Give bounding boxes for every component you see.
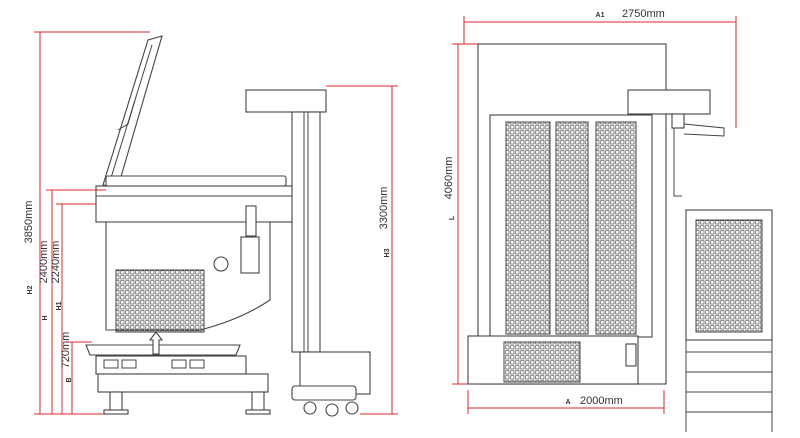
dim-a1-code: A1 xyxy=(596,12,605,19)
dim-h2-value: 3850mm xyxy=(23,201,35,244)
dim-l-value: 4060mm xyxy=(443,157,455,200)
vent-mesh-left xyxy=(505,121,551,335)
cylinder-lower xyxy=(240,236,260,274)
vent-mesh-right xyxy=(595,121,637,335)
wheel-3 xyxy=(345,401,359,415)
vent-mesh-middle xyxy=(555,121,589,335)
dim-b-value: 720mm xyxy=(60,332,72,369)
wheel-1 xyxy=(303,401,317,415)
loader-head xyxy=(245,89,327,113)
dim-a1-value: 2750mm xyxy=(622,8,665,20)
vent-mesh-side xyxy=(115,269,205,333)
front-view-dimensions: 2750mm A1 4060mm L 2000mm A xyxy=(443,8,737,414)
front-view-machine xyxy=(467,43,773,432)
dim-h3-value: 3300mm xyxy=(378,187,390,230)
chamber-top xyxy=(105,175,287,187)
dim-h1-code: H1 xyxy=(56,301,63,310)
dim-h2-code: H2 xyxy=(27,285,34,294)
dim-h-value: 2400mm xyxy=(38,241,50,284)
dim-h-code: H xyxy=(42,315,49,320)
wheel-2 xyxy=(325,403,339,417)
chamber-body xyxy=(95,185,297,223)
base-shelf xyxy=(85,344,241,356)
loader-column xyxy=(291,111,321,353)
dim-h1-value: 2240mm xyxy=(50,241,62,284)
dim-a-value: 2000mm xyxy=(580,395,623,407)
dim-a-code: A xyxy=(565,399,570,406)
dim-h3-code: H3 xyxy=(384,248,391,257)
up-arrow-icon xyxy=(148,331,164,355)
base-frame xyxy=(97,373,269,393)
dim-b-code: B xyxy=(66,377,73,382)
front-loader-head xyxy=(627,89,711,115)
side-view-machine xyxy=(85,35,371,417)
side-view-dimensions: 3850mm H2 2400mm H 2240mm H1 720mm B 330… xyxy=(23,31,398,415)
vent-mesh-stand xyxy=(695,219,763,333)
dim-l-code: L xyxy=(449,215,456,220)
vent-mesh-base xyxy=(503,341,581,383)
cylinder-upper xyxy=(245,205,257,237)
open-lid xyxy=(102,35,163,188)
gauge xyxy=(213,256,229,272)
